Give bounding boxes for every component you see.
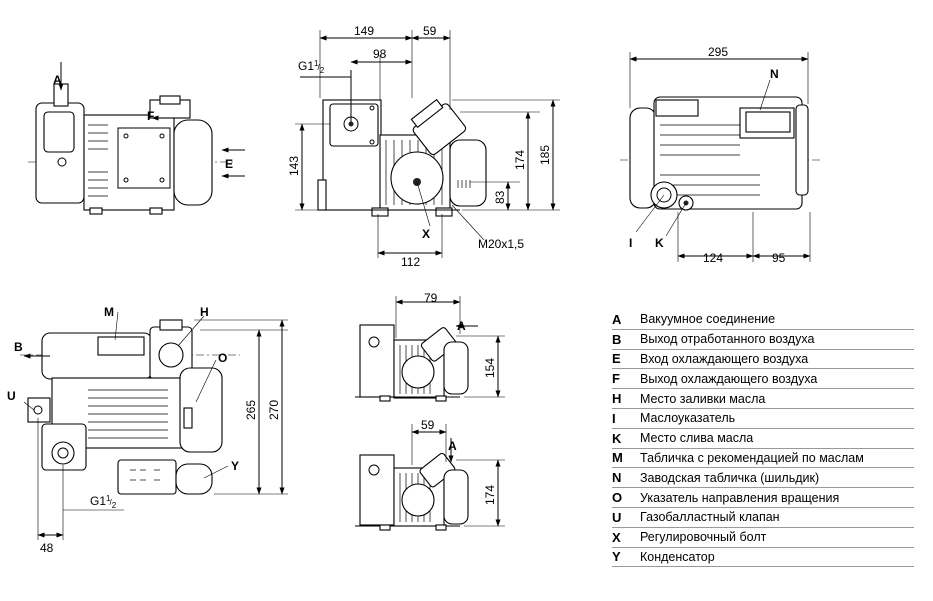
dim-185: 185 [538, 145, 552, 165]
callout-i: I [629, 236, 632, 250]
callout-a-variant-1: A [457, 319, 466, 333]
legend-key: B [612, 331, 622, 347]
callout-b: B [14, 340, 23, 354]
pump-rear-view [620, 52, 820, 262]
legend-text: Конденсатор [640, 549, 715, 564]
legend-text: Указатель направления вращения [640, 490, 840, 505]
callout-f: F [147, 109, 154, 123]
dim-98: 98 [373, 47, 387, 61]
callout-o: O [218, 351, 227, 365]
callout-k: K [655, 236, 664, 250]
legend-key: H [612, 391, 622, 407]
dim-48: 48 [40, 541, 54, 555]
dim-174-front: 174 [513, 150, 527, 170]
legend-key: I [612, 410, 616, 426]
callout-y: Y [231, 459, 239, 473]
legend-row: H Место заливки масла [612, 389, 914, 409]
front-view-dimensions [295, 30, 560, 258]
legend-text: Выход отработанного воздуха [640, 332, 815, 347]
dim-112: 112 [401, 255, 420, 269]
legend-text: Вакуумное соединение [640, 312, 776, 327]
thread-g-sup-top: 1 [314, 59, 319, 68]
legend-key: E [612, 351, 621, 367]
legend-text: Газобалластный клапан [640, 510, 780, 525]
dim-149: 149 [354, 24, 374, 38]
thread-g-sup-bottom: 1 [106, 494, 111, 503]
dim-265: 265 [244, 400, 258, 420]
callout-u: U [7, 389, 16, 403]
thread-g-top: G11/2 [298, 59, 325, 75]
thread-g-sub-top: 2 [320, 66, 325, 75]
legend-text: Заводская табличка (шильдик) [640, 470, 820, 485]
thread-g-sub-bottom: 2 [112, 501, 117, 510]
callout-m: M [104, 305, 114, 319]
legend-text: Вход охлаждающего воздуха [640, 351, 809, 366]
legend-row: B Выход отработанного воздуха [612, 330, 914, 350]
legend-key: Y [612, 549, 621, 565]
dim-79: 79 [424, 291, 438, 305]
callout-x: X [422, 227, 430, 241]
legend-row: F Выход охлаждающего воздуха [612, 369, 914, 390]
pump-variant-view-2 [355, 424, 505, 531]
legend-key: X [612, 529, 621, 545]
legend-row: O Указатель направления вращения [612, 488, 914, 508]
thread-g-main-top: G1 [298, 59, 314, 73]
callout-a-side: A [53, 73, 62, 87]
legend-row: M Табличка с рекомендацией по маслам [612, 449, 914, 469]
dim-143: 143 [287, 156, 301, 176]
callout-n: N [770, 67, 779, 81]
dim-59-top: 59 [423, 24, 437, 38]
legend-key: M [612, 450, 623, 466]
dim-174-lower: 174 [483, 485, 497, 505]
legend-row: K Место слива масла [612, 429, 914, 449]
legend-text: Место слива масла [640, 431, 754, 446]
legend-row: N Заводская табличка (шильдик) [612, 468, 914, 489]
dim-124: 124 [703, 251, 723, 265]
dim-83: 83 [493, 190, 507, 204]
legend-key: F [612, 371, 620, 387]
pump-top-view [20, 311, 288, 540]
legend-text: Место заливки масла [640, 391, 766, 406]
legend-key: N [612, 470, 622, 486]
pump-side-view [28, 62, 245, 215]
pump-variant-view-1 [355, 296, 505, 402]
pump-front-view [317, 70, 487, 241]
legend-row: U Газобалластный клапан [612, 508, 914, 528]
thread-label: M20x1,5 [478, 237, 524, 251]
legend-key: O [612, 490, 623, 506]
legend-text: Табличка с рекомендацией по маслам [640, 450, 864, 465]
legend-text: Маслоуказатель [640, 411, 736, 426]
thread-g-main-bottom: G1 [90, 494, 106, 508]
legend-row: A Вакуумное соединение [612, 310, 914, 330]
dim-59-bottom: 59 [421, 418, 435, 432]
callout-h: H [200, 305, 209, 319]
legend-key: K [612, 430, 622, 446]
legend-table: A Вакуумное соединение B Выход отработанно… [612, 310, 914, 568]
callout-a-variant-2: A [448, 439, 457, 453]
legend-key: U [612, 509, 622, 525]
legend-text: Регулировочный болт [640, 530, 767, 545]
dim-154: 154 [483, 358, 497, 378]
legend-row: X Регулировочный болт [612, 528, 914, 548]
legend-row: I Маслоуказатель [612, 409, 914, 429]
legend-row: Y Конденсатор [612, 548, 914, 568]
legend-text: Выход охлаждающего воздуха [640, 371, 818, 386]
callout-e: E [225, 157, 233, 171]
dim-95: 95 [772, 251, 786, 265]
thread-g-bottom: G11/2 [90, 494, 117, 510]
dim-295: 295 [708, 45, 728, 59]
legend-row: E Вход охлаждающего воздуха [612, 350, 914, 370]
dim-270: 270 [267, 400, 281, 420]
legend-key: A [612, 311, 622, 327]
